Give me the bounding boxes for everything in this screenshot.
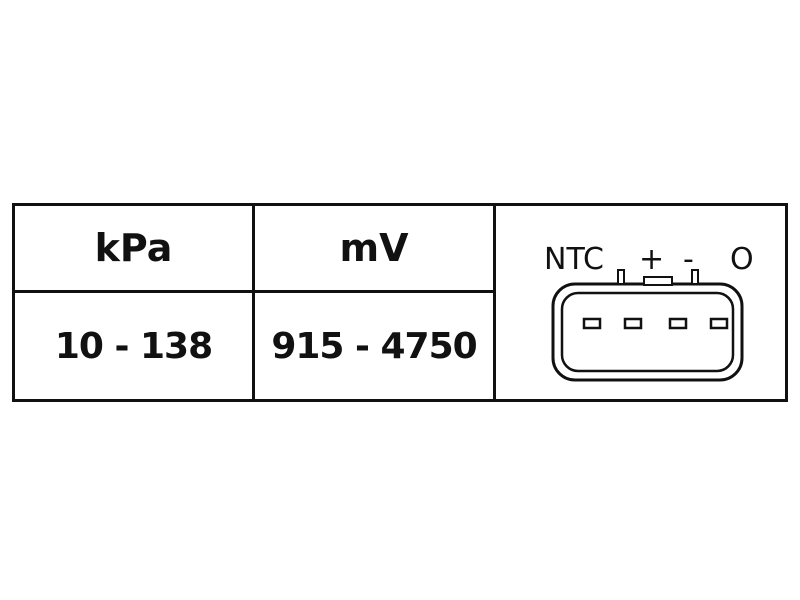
pin-label-o: O (730, 242, 754, 277)
connector-key (643, 276, 673, 286)
connector-drawing: NTC + - O (544, 242, 754, 382)
pin-label-ntc: NTC (544, 242, 604, 277)
column-divider (493, 206, 496, 399)
voltage-range-value: 915 - 4750 (271, 325, 477, 367)
pressure-unit-header: kPa (94, 226, 173, 270)
pressure-range-value: 10 - 138 (54, 325, 213, 367)
connector-tab (691, 269, 699, 285)
pin-minus-terminal (668, 317, 688, 330)
connector-pinout-diagram: NTC + - O (496, 206, 785, 399)
voltage-unit-header: mV (339, 226, 409, 270)
pin-ntc-terminal (582, 317, 602, 330)
connector-body-inner (560, 291, 735, 373)
row-divider (15, 290, 493, 293)
pin-label-minus: - (683, 242, 694, 277)
pin-o-terminal (709, 317, 729, 330)
connector-body-outer (551, 282, 744, 382)
pin-plus-terminal (623, 317, 643, 330)
column-divider (252, 206, 255, 399)
connector-tab (617, 269, 625, 285)
pin-label-plus: + (639, 242, 664, 277)
spec-table: kPa mV 10 - 138 915 - 4750 NTC + - O (12, 203, 788, 402)
